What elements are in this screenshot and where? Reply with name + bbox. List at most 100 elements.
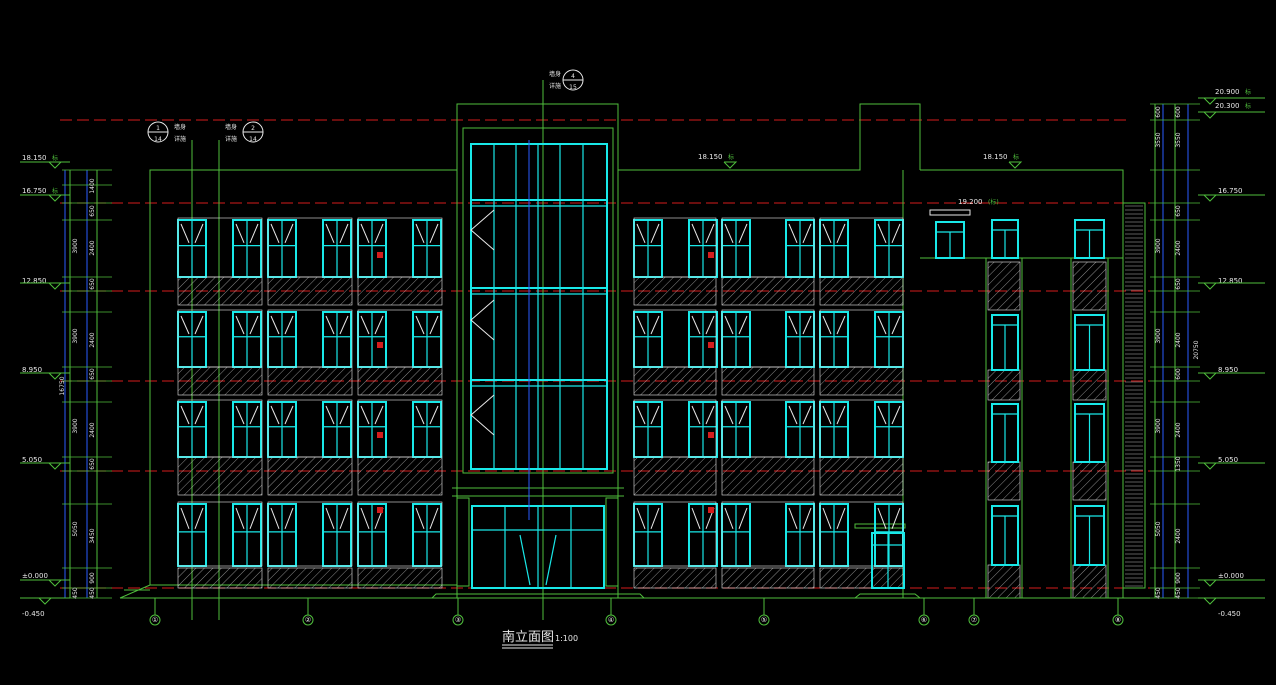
dim-right-outer-3: 3900 bbox=[1155, 328, 1162, 343]
east-window-0-0 bbox=[991, 219, 1019, 259]
window-0-10 bbox=[819, 219, 849, 278]
band-0-3 bbox=[633, 276, 717, 306]
axis-5: ⑤ bbox=[761, 616, 767, 624]
window-3-4 bbox=[357, 503, 387, 567]
dim-right-total: 20750 bbox=[1193, 340, 1200, 359]
east-window-1-1 bbox=[1074, 314, 1105, 371]
bay-frame-2-4 bbox=[721, 399, 815, 458]
window-3-8 bbox=[721, 503, 751, 567]
level-right-1: 20.900 bbox=[1215, 88, 1240, 96]
window-3-0 bbox=[177, 503, 207, 567]
scale-text: 1:100 bbox=[555, 634, 578, 643]
curtain-wall bbox=[470, 143, 608, 470]
window-2-7 bbox=[688, 401, 718, 458]
window-2-4 bbox=[357, 401, 387, 458]
dim-right-inner-10: 900 bbox=[1175, 572, 1182, 584]
window-0-4 bbox=[357, 219, 387, 278]
band-3-4 bbox=[721, 567, 815, 589]
level-right-2-tag: 标 bbox=[1245, 102, 1251, 110]
roof-level-3-tag: (标) bbox=[988, 198, 999, 206]
band-2-0 bbox=[177, 456, 263, 496]
roof-level-2-tag: 标 bbox=[1013, 153, 1019, 161]
window-1-1 bbox=[232, 311, 262, 368]
east-window-1-3 bbox=[1074, 505, 1105, 566]
level-right-5: 8.950 bbox=[1218, 366, 1238, 374]
roof-level-1-tag: 标 bbox=[728, 153, 734, 161]
window-2-5 bbox=[412, 401, 442, 458]
bay-frame-1-1 bbox=[267, 309, 353, 368]
level-right-2: 20.300 bbox=[1215, 102, 1240, 110]
band-3-2 bbox=[357, 567, 443, 589]
curtain-vent-0 bbox=[470, 209, 495, 251]
east-block-windows bbox=[935, 219, 1105, 566]
window-0-11 bbox=[874, 219, 904, 278]
axis-1: ① bbox=[152, 616, 158, 624]
bay-frame-2-3 bbox=[633, 399, 717, 458]
band-2-3 bbox=[633, 456, 717, 496]
east-window-1-0 bbox=[1074, 219, 1105, 259]
bay-frame-3-4 bbox=[721, 501, 815, 567]
east-band-0-0 bbox=[987, 261, 1021, 311]
callout-2-text2: 详施 bbox=[225, 135, 237, 143]
levels-right: 20.900 标 20.300 标 16.750 12.850 8.950 5.… bbox=[1215, 88, 1251, 618]
axis-4: ④ bbox=[608, 616, 614, 624]
window-2-11 bbox=[874, 401, 904, 458]
callout-2-text1: 墙身 bbox=[225, 123, 237, 131]
levels-left: 18.150 标 16.750 标 12.850 8.950 5.050 ±0.… bbox=[22, 154, 58, 618]
band-1-4 bbox=[721, 366, 815, 396]
dim-left-inner-7: 650 bbox=[89, 458, 96, 470]
callout-2-sheet: 14 bbox=[249, 136, 257, 143]
side-entrance bbox=[871, 532, 905, 589]
level-right-4: 12.850 bbox=[1218, 277, 1243, 285]
callout-1-num: 1 bbox=[156, 125, 160, 132]
callout-1-text1: 墙身 bbox=[174, 123, 186, 131]
window-3-1 bbox=[232, 503, 262, 567]
east-band-0-1 bbox=[987, 369, 1021, 401]
window-3-11 bbox=[874, 503, 904, 567]
window-3-10 bbox=[819, 503, 849, 567]
window-3-7 bbox=[688, 503, 718, 567]
callout-1-sheet: 14 bbox=[154, 136, 162, 143]
level-left-5: 5.050 bbox=[22, 456, 42, 464]
band-1-3 bbox=[633, 366, 717, 396]
callout-4-num: 4 bbox=[571, 73, 575, 80]
band-3-1 bbox=[267, 567, 353, 589]
bay-frame-0-3 bbox=[633, 217, 717, 278]
dim-right-inner-8: 1350 bbox=[1175, 456, 1182, 471]
ladder bbox=[1125, 205, 1143, 587]
bay-frame-1-3 bbox=[633, 309, 717, 368]
east-band-1-1 bbox=[1072, 369, 1107, 401]
band-3-0 bbox=[177, 567, 263, 589]
window-1-4 bbox=[357, 311, 387, 368]
dim-left-outer-3: 5050 bbox=[72, 521, 79, 536]
bay-frame-2-5 bbox=[819, 399, 904, 458]
callout-4: 4 15 墙身 详施 bbox=[549, 69, 584, 91]
roof-level-2: 18.150 bbox=[983, 153, 1008, 161]
window-1-5 bbox=[412, 311, 442, 368]
window-3-3 bbox=[322, 503, 352, 567]
dimension-chains bbox=[62, 103, 1200, 599]
level-right-3: 16.750 bbox=[1218, 187, 1243, 195]
east-window-0-3 bbox=[991, 505, 1019, 566]
window-2-6 bbox=[633, 401, 663, 458]
callout-4-text1: 墙身 bbox=[549, 70, 561, 78]
dim-left-inner-4: 2400 bbox=[89, 332, 96, 347]
dim-right-outer-4: 3900 bbox=[1155, 418, 1162, 433]
guide-lines bbox=[64, 104, 1189, 598]
dim-left-inner-2: 2400 bbox=[89, 240, 96, 255]
dim-left-inner-10: 450 bbox=[89, 587, 96, 599]
window-0-3 bbox=[322, 219, 352, 278]
band-2-2 bbox=[357, 456, 443, 496]
dimension-text: 1400650240065024006502400650345090045039… bbox=[59, 106, 1200, 599]
window-0-2 bbox=[267, 219, 297, 278]
callout-4-sheet: 15 bbox=[569, 84, 577, 91]
band-0-0 bbox=[177, 276, 263, 306]
band-0-4 bbox=[721, 276, 815, 306]
bay-frame-3-0 bbox=[177, 501, 263, 567]
bay-frame-1-2 bbox=[357, 309, 443, 368]
band-1-0 bbox=[177, 366, 263, 396]
window-1-3 bbox=[322, 311, 352, 368]
dim-left-outer-2: 3900 bbox=[72, 418, 79, 433]
red-markers bbox=[377, 252, 714, 513]
